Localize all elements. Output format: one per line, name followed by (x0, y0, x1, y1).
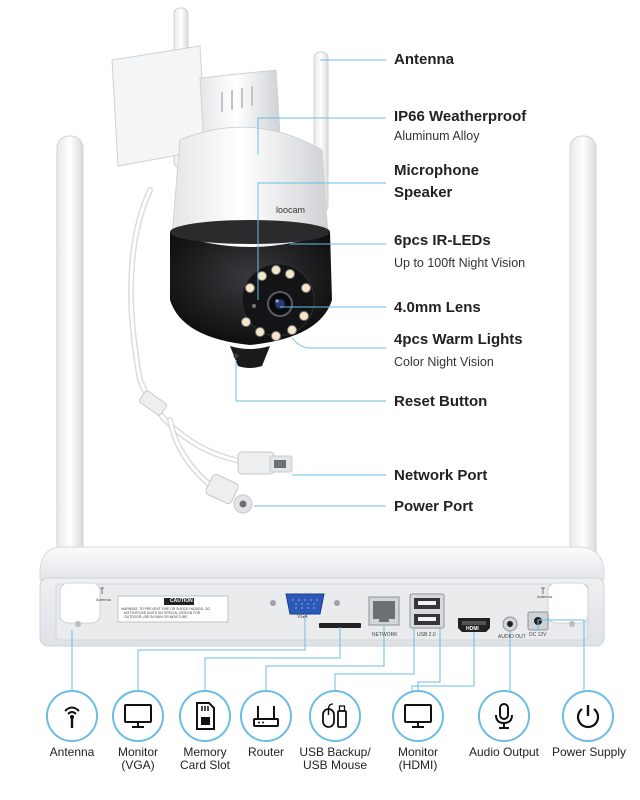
caution-text-3: OUTDOOR USE IN RAIN OR MOISTURE (124, 615, 188, 619)
port-label-memory-card: Memory Card Slot (179, 745, 231, 772)
router-icon (253, 706, 279, 727)
port-label-audio-output: Audio Output (468, 745, 540, 759)
port-label-router: Router (247, 745, 285, 759)
port-label-vga: VGA (297, 614, 308, 620)
callout-lens: 4.0mm Lens (394, 299, 481, 316)
port-label-power-supply: Power Supply (551, 745, 627, 759)
callout-network-port: Network Port (394, 467, 488, 484)
reset-button (233, 353, 239, 359)
port-label-network: NETWORK (372, 632, 398, 638)
callout-power-port: Power Port (394, 498, 474, 515)
callout-weatherproof: IP66 Weatherproof Aluminum Alloy (394, 108, 527, 143)
microphone-icon (495, 703, 513, 729)
port-power-supply (562, 690, 614, 742)
callout-microphone-speaker: Microphone Speaker (394, 162, 479, 201)
port-label-monitor-hdmi: Monitor (HDMI) (397, 745, 438, 772)
port-label-audio: AUDIO OUT (498, 634, 526, 640)
antenna-small-label-right: Antenna (537, 594, 552, 599)
antenna-small-label-left: Antenna (96, 597, 111, 602)
nvr-leader-lines (71, 614, 585, 692)
monitor-icon (124, 704, 152, 728)
port-monitor-vga (112, 690, 164, 742)
nvr-antenna-right (569, 135, 597, 607)
antenna-icon (64, 706, 80, 728)
port-router (240, 690, 292, 742)
camera-brand-logo: loocam (276, 205, 306, 215)
port-label-hdmi: HDMI (466, 626, 479, 632)
memory-card-icon (196, 702, 215, 730)
caution-text-1: WARNING: TO PREVENT FIRE OR SHOCK HAZARD… (121, 607, 211, 611)
callout-antenna: Antenna (394, 51, 454, 68)
camera-network-connector (237, 451, 293, 475)
usb-mouse-icon (322, 703, 347, 728)
caution-title: CAUTION (170, 598, 193, 604)
camera-cables (128, 187, 248, 491)
caution-text-2: NOT EXPOSE UNITS NO SPECIAL DESIGN FOR (124, 611, 201, 615)
camera-mount (111, 45, 281, 167)
nvr-antenna-left (56, 135, 84, 607)
camera-leader-lines (235, 59, 386, 507)
port-usb (309, 690, 361, 742)
port-label-usb: USB Backup/ USB Mouse (299, 745, 371, 772)
camera-body (170, 126, 332, 368)
port-label-dc: DC 12V (529, 632, 547, 638)
power-icon (576, 705, 600, 729)
port-label-usb: USB 2.0 (417, 632, 436, 638)
port-memory-card (179, 690, 231, 742)
monitor-icon (404, 704, 432, 728)
port-label-antenna: Antenna (49, 745, 95, 759)
callout-warm-lights: 4pcs Warm Lights Color Night Vision (394, 331, 523, 369)
port-antenna (46, 690, 98, 742)
camera-power-connector (205, 473, 253, 514)
callout-reset-button: Reset Button (394, 393, 488, 410)
nvr-body (39, 546, 605, 647)
port-label-monitor-vga: Monitor (VGA) (117, 745, 158, 772)
callout-ir-leds: 6pcs IR-LEDs Up to 100ft Night Vision (394, 232, 526, 270)
port-monitor-hdmi (392, 690, 444, 742)
port-audio-output (478, 690, 530, 742)
